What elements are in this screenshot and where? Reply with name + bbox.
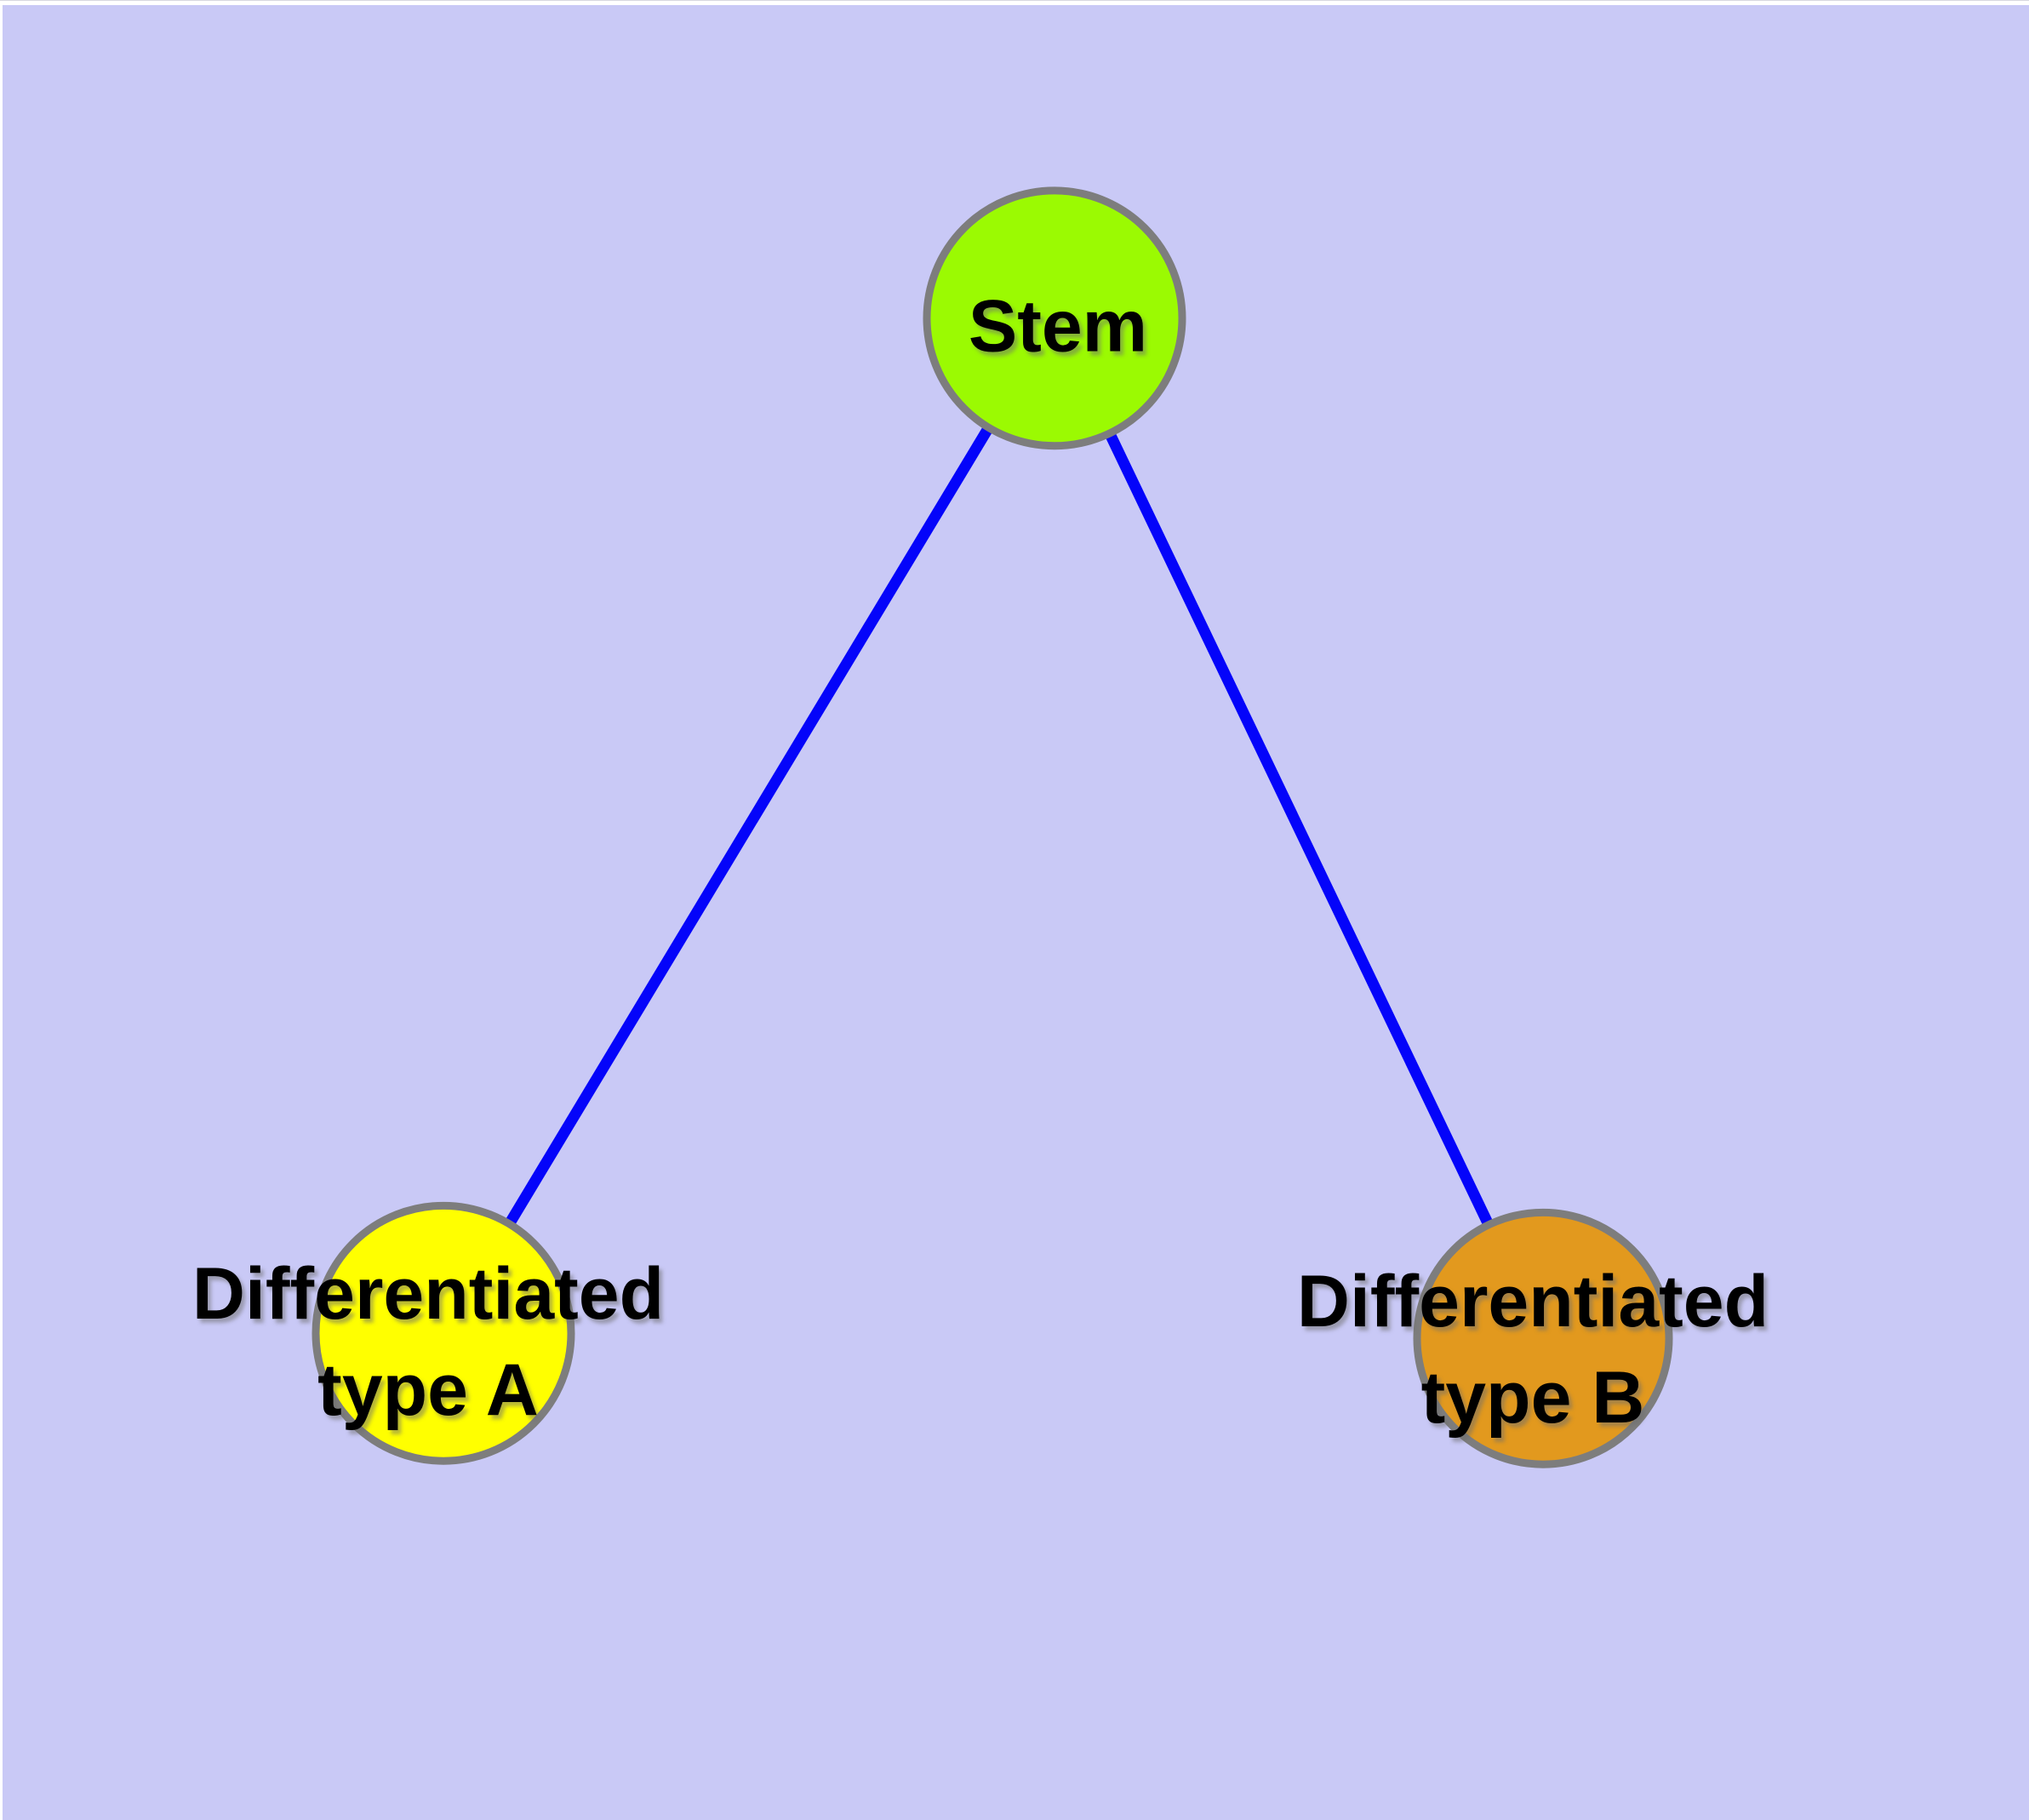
node-label-type-b-line-1: Differentiated xyxy=(1296,1261,1769,1342)
node-stem xyxy=(923,186,1186,450)
node-label-stem: Stem xyxy=(969,279,1147,375)
node-label-stem-line: Stem xyxy=(968,285,1148,368)
node-label-type-a-line-2: type A xyxy=(317,1349,539,1431)
node-label-differentiated-type-b: Differentiated type B xyxy=(1297,1254,1769,1446)
node-label-differentiated-type-a: Differentiated type A xyxy=(192,1246,664,1439)
edge-stem-to-type-a xyxy=(438,315,1060,1336)
node-label-type-a-line-1: Differentiated xyxy=(191,1253,665,1335)
node-differentiated-type-a xyxy=(311,1201,575,1465)
node-label-type-b-line-2: type B xyxy=(1420,1357,1645,1439)
graph-drawing xyxy=(311,186,1673,1468)
edge-stem-to-type-b xyxy=(1049,316,1548,1342)
diagram-background: Stem Differentiated type A Differentiate… xyxy=(3,5,2029,1820)
node-differentiated-type-b xyxy=(1413,1208,1673,1468)
